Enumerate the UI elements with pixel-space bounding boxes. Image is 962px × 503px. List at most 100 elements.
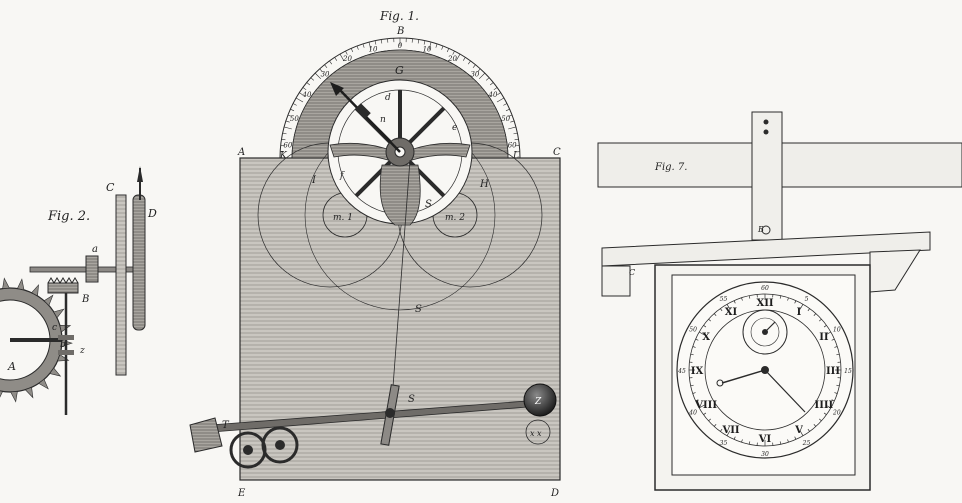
scale-tick	[489, 82, 494, 86]
dial-tick	[748, 295, 751, 299]
scale-tick	[282, 132, 287, 135]
dial-tick	[813, 313, 817, 316]
fig1-label-A: A	[237, 147, 245, 158]
scale-tick	[324, 64, 328, 69]
scale-tick	[295, 97, 304, 103]
fig7-label-B: B	[757, 225, 764, 234]
dial-numeral: X	[702, 332, 710, 343]
dial-tick	[703, 325, 707, 328]
weight-ball-z	[523, 383, 557, 417]
dial-numeral: VI	[758, 434, 772, 445]
pallet-upper	[58, 335, 74, 340]
index-pointer	[337, 87, 401, 153]
dial-numeral: VII	[721, 425, 739, 436]
tooth	[16, 278, 25, 291]
fig1-label-S-upper: S	[425, 199, 432, 210]
dial-numeral: XI	[725, 307, 738, 318]
fig2-label-A: A	[7, 360, 16, 373]
scale-number: 40	[488, 91, 498, 99]
crown-wheel-teeth	[0, 277, 73, 403]
shelf-side-right	[869, 249, 921, 293]
dial-tick	[787, 439, 789, 443]
fig1-label-m2: m. 2	[445, 213, 465, 223]
scale-number: 20	[447, 55, 457, 63]
fig2-label-b: b	[60, 340, 66, 350]
fig7-caption: Fig. 7.	[654, 162, 687, 173]
dial-tick	[720, 308, 723, 312]
dial-numeral: II	[819, 332, 829, 343]
scale-tick	[505, 108, 510, 112]
dial-numeral: XII	[756, 298, 773, 309]
wheel-right	[261, 426, 299, 464]
scale-tick	[446, 48, 450, 53]
scale-number: 40	[302, 91, 312, 99]
scale-tick	[510, 120, 515, 123]
scale-tick	[467, 60, 471, 65]
contrate-wheel-b	[47, 277, 79, 294]
fig1-label-I: I	[311, 175, 317, 186]
plate-c	[115, 194, 127, 376]
dial-tick	[692, 346, 696, 348]
dial-tick	[741, 297, 743, 301]
scale-tick	[345, 50, 348, 55]
dial-minute-number: 40	[688, 410, 697, 417]
hand-pivot	[761, 366, 769, 374]
fig2-label-D: D	[147, 207, 157, 220]
fig2-label-B: B	[81, 294, 89, 305]
dial-minute-number: 35	[720, 440, 728, 447]
dial-tick	[713, 313, 717, 316]
scale-ticks	[280, 38, 520, 159]
minute-hand	[764, 369, 806, 413]
dial-minute-number: 55	[720, 296, 728, 303]
scale-number: 0	[398, 42, 403, 50]
dial-numeral: V	[794, 425, 803, 436]
tooth	[43, 294, 54, 306]
scale-number: 50	[290, 115, 299, 123]
scale-number: 50	[501, 115, 510, 123]
scale-number: 20	[342, 55, 352, 63]
dial-tick	[819, 418, 822, 422]
scale-tick	[486, 77, 490, 81]
dial-tick	[799, 430, 804, 436]
clamp-t	[189, 417, 223, 453]
figure-2-escapement: Fig. 2. A a B c b z C	[0, 166, 157, 415]
dial-tick	[690, 384, 694, 387]
fig1-label-T: T	[222, 420, 230, 431]
scale-tick	[514, 138, 519, 141]
scale-tick	[362, 43, 365, 48]
dial-minute-number: 30	[761, 451, 769, 458]
scale-tick	[513, 132, 518, 135]
dial-tick	[823, 325, 827, 328]
fig1-caption: Fig. 1.	[379, 9, 419, 23]
dial-tick	[794, 300, 797, 304]
scale-tick	[302, 87, 307, 91]
tooth	[10, 391, 18, 403]
dial-tick	[799, 304, 804, 310]
scale-tick	[314, 72, 322, 80]
scale-tick	[281, 138, 286, 141]
dial-tick	[708, 318, 711, 322]
shelf-side-left	[601, 265, 631, 297]
dial-numeral: IIII	[815, 400, 834, 411]
fig2-label-z: z	[79, 346, 85, 356]
dial-tick	[825, 404, 831, 409]
dial-tick	[813, 424, 817, 427]
scale-tick	[455, 53, 461, 62]
fig1-label-xx: x x	[530, 429, 542, 438]
dial-minute-number: 25	[802, 440, 811, 447]
scale-tick	[493, 87, 498, 91]
circle-xx	[525, 419, 551, 445]
scale-tick	[374, 40, 377, 45]
scale-tick	[503, 103, 508, 106]
scale-number: 10	[423, 45, 432, 53]
fig1-label-D: D	[550, 488, 559, 499]
scale-tick	[423, 40, 426, 45]
scale-tick	[285, 120, 290, 123]
dial-tick	[748, 441, 751, 445]
dial-tick	[690, 353, 694, 356]
fig2-label-c: c	[52, 323, 57, 333]
dial-tick	[834, 392, 838, 394]
scale-tick	[452, 50, 455, 55]
